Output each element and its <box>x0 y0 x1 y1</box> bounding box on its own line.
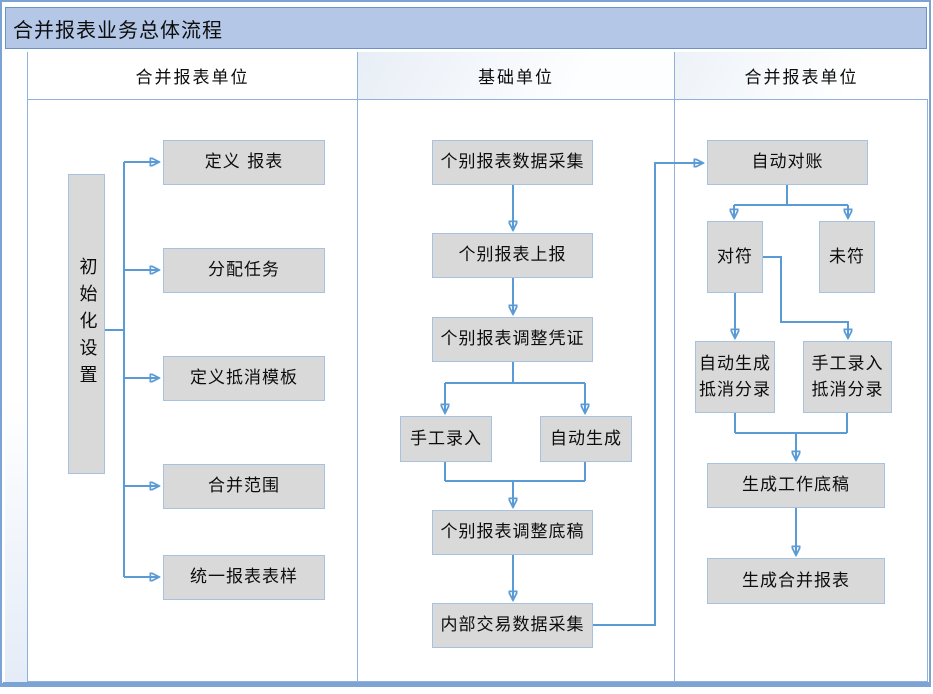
node-assign-task: 分配任务 <box>163 248 325 293</box>
node-define-report: 定义 报表 <box>163 140 325 185</box>
lane-header-consolidation-unit-right: 合并报表单位 <box>675 52 928 100</box>
node-individual-data-collect: 个别报表数据采集 <box>432 140 593 185</box>
node-internal-trade-collect: 内部交易数据采集 <box>432 603 593 648</box>
lane-header-consolidation-unit-left: 合并报表单位 <box>28 52 357 100</box>
node-unmatched: 未符 <box>819 221 875 293</box>
node-individual-report-submit: 个别报表上报 <box>432 233 593 278</box>
board-bottom-border <box>3 682 930 687</box>
node-auto-elimination-entry: 自动生成抵消分录 <box>695 341 775 413</box>
node-generate-consolidated-report: 生成合并报表 <box>707 558 885 604</box>
node-individual-adjust-draft: 个别报表调整底稿 <box>432 510 593 555</box>
node-manual-entry: 手工录入 <box>400 416 492 462</box>
node-consolidation-scope: 合并范围 <box>163 464 325 509</box>
lane-header-basic-unit: 基础单位 <box>358 52 674 100</box>
node-generate-workpaper: 生成工作底稿 <box>707 463 885 508</box>
node-uniform-report-format: 统一报表表样 <box>163 555 325 600</box>
node-matched: 对符 <box>707 221 763 293</box>
node-auto-reconcile: 自动对账 <box>707 140 868 185</box>
diagram-title-bar: 合并报表业务总体流程 <box>5 7 927 49</box>
node-individual-adjust-voucher: 个别报表调整凭证 <box>432 317 593 362</box>
lane-divider-middle-right <box>674 52 675 682</box>
node-auto-generate: 自动生成 <box>540 416 632 462</box>
lane-divider-left-middle <box>357 52 358 682</box>
diagram-title: 合并报表业务总体流程 <box>13 17 223 42</box>
left-margin-strip <box>5 52 28 682</box>
node-init-settings: 初始化设置 <box>68 174 105 474</box>
node-define-elimination-template: 定义抵消模板 <box>163 356 325 401</box>
node-manual-elimination-entry: 手工录入抵消分录 <box>803 341 892 413</box>
